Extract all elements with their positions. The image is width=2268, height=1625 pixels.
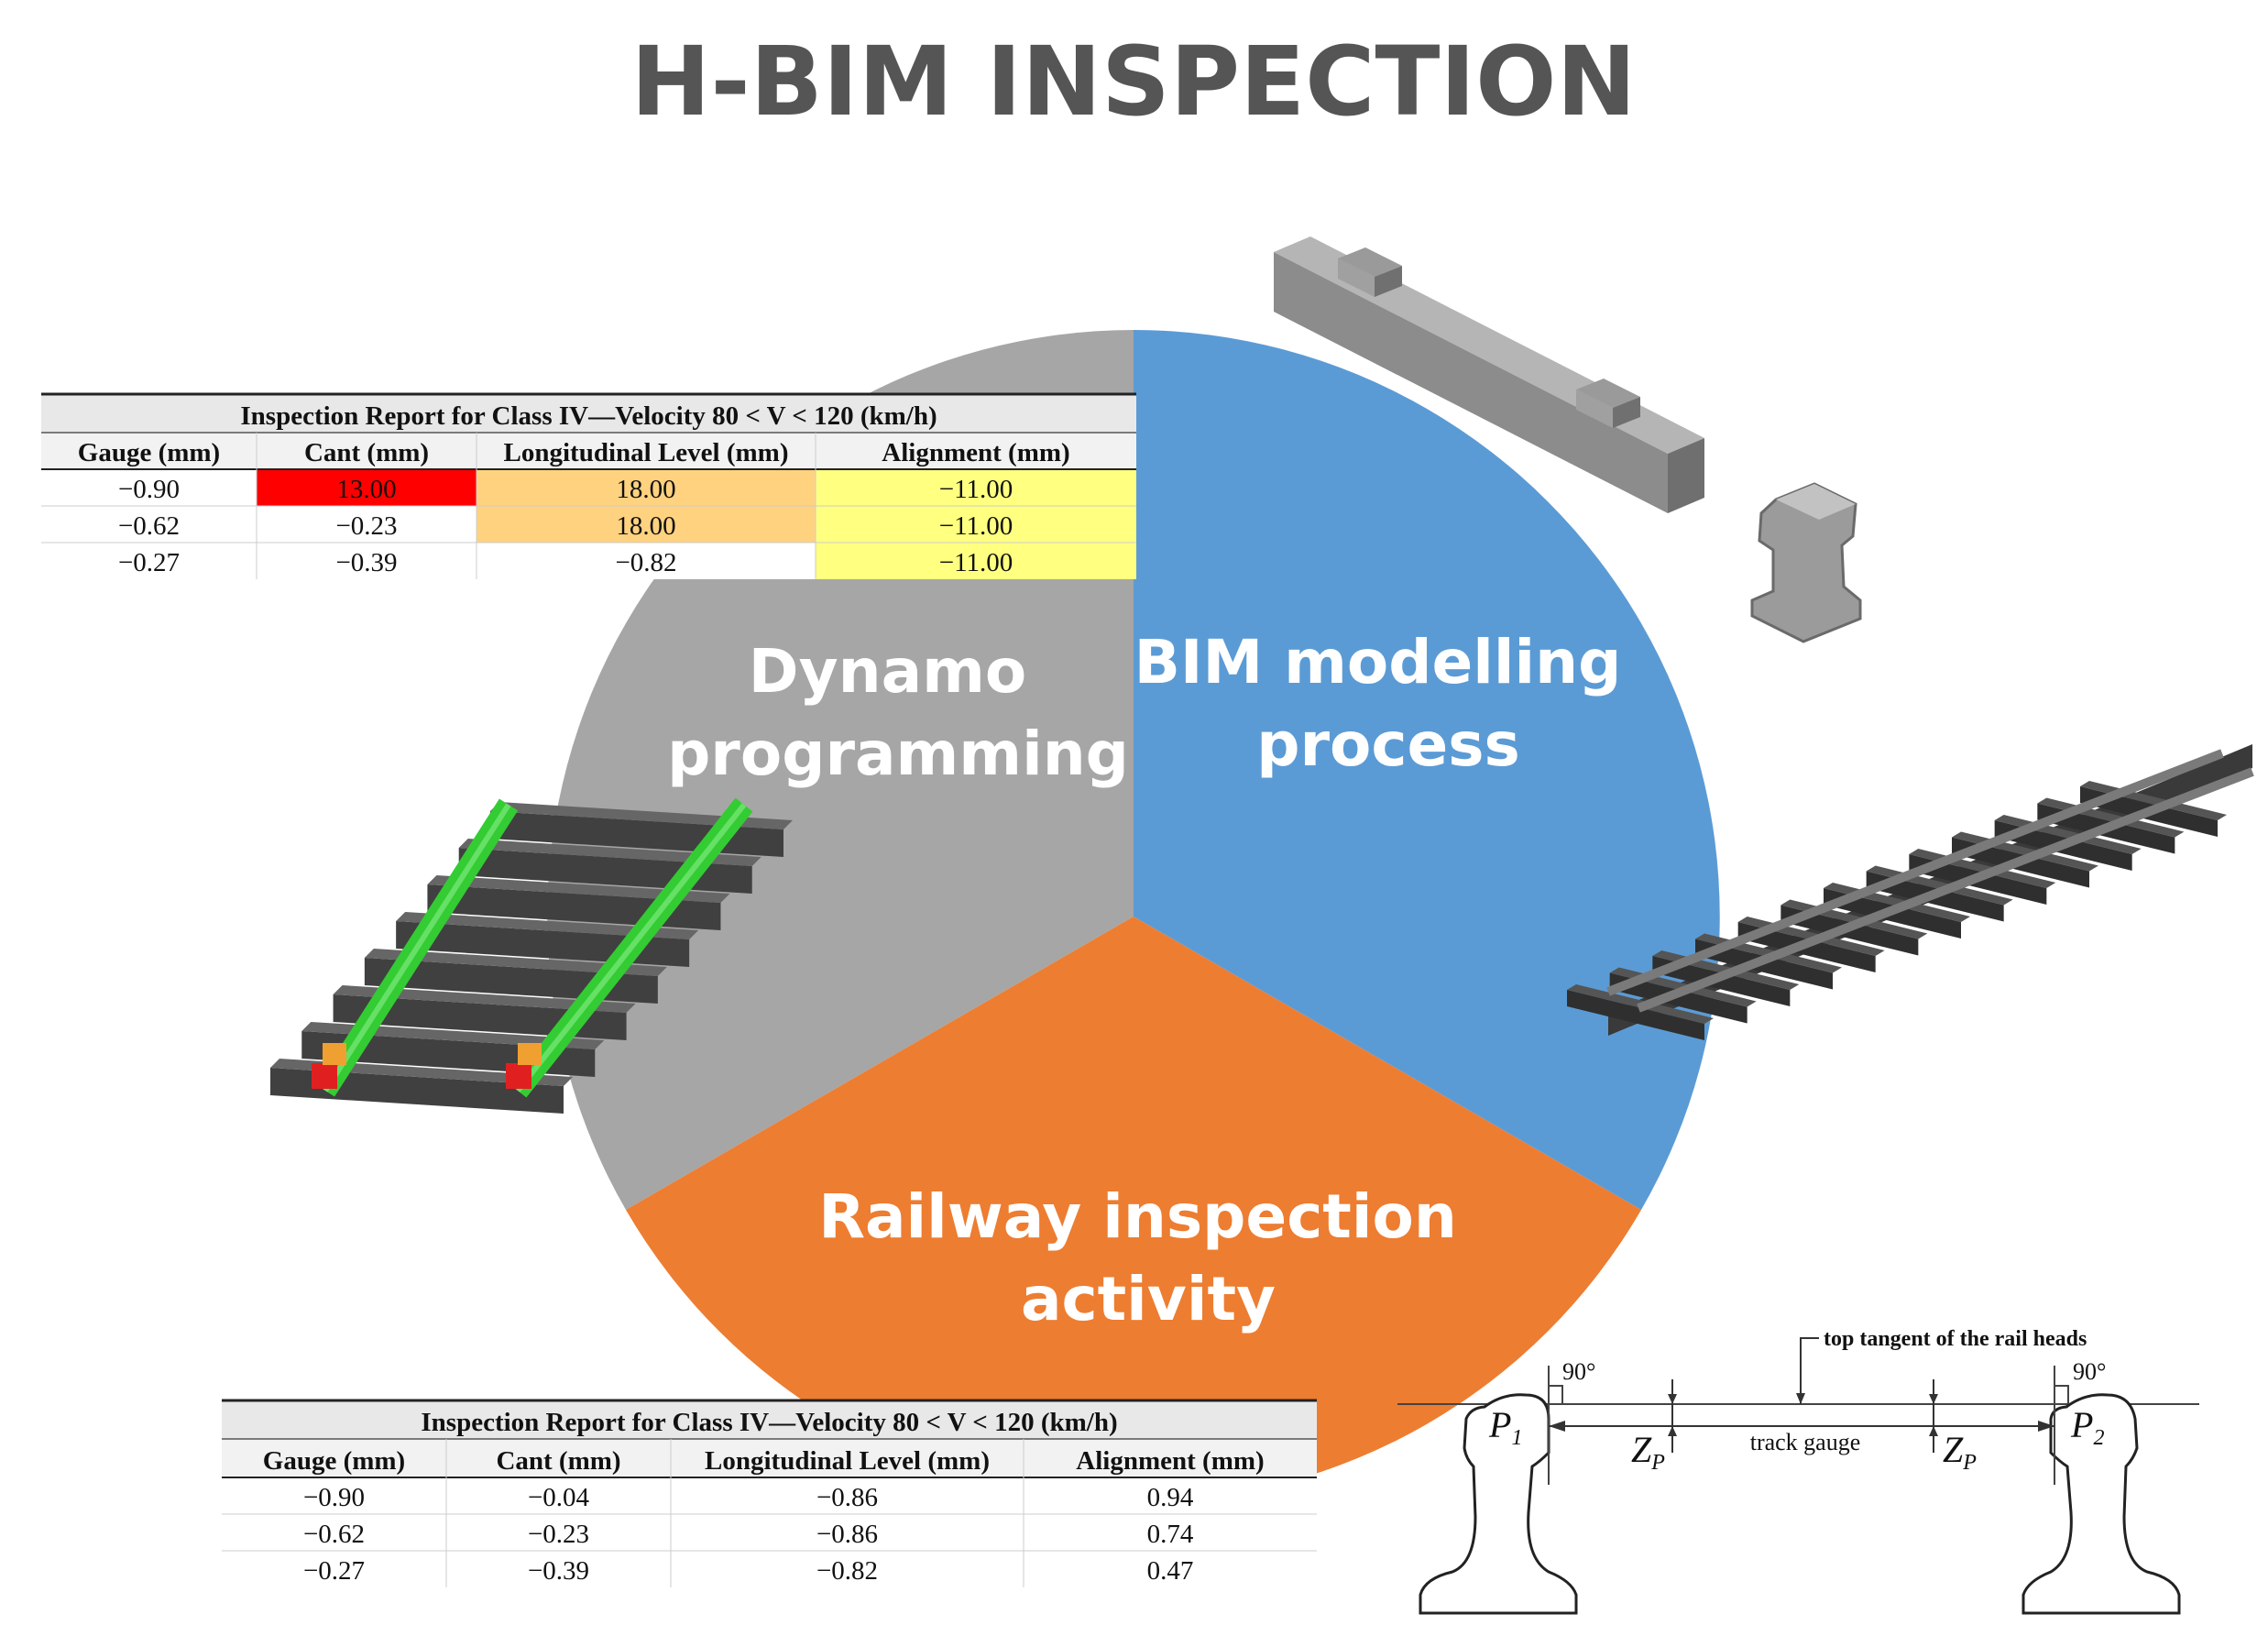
report-bottom-table: Inspection Report for Class IV—Velocity …: [222, 1399, 1317, 1587]
table-cell: −0.23: [528, 1520, 589, 1549]
table-cell: −11.00: [939, 548, 1013, 577]
table-cell: −0.23: [335, 511, 397, 541]
table-cell: 13.00: [336, 475, 396, 504]
rail-profile-icon: [1750, 482, 1862, 643]
table-header-cell: Longitudinal Level (mm): [705, 1446, 990, 1476]
table-header-cell: Cant (mm): [304, 438, 429, 467]
p2-label: P2: [2070, 1404, 2104, 1450]
table-cell: 18.00: [616, 511, 675, 541]
rail-right-icon: [2021, 1393, 2181, 1615]
table-cell: −0.04: [528, 1483, 590, 1512]
table-header-bg: [41, 433, 1136, 469]
bim-label-line1: BIM modelling: [1134, 627, 1622, 697]
table-header-cell: Gauge (mm): [78, 438, 220, 467]
segment-bim-label: BIM modelling process: [1134, 627, 1643, 780]
table-cell: 0.94: [1147, 1483, 1194, 1512]
table-cell: 0.74: [1147, 1520, 1194, 1549]
table-cell: −0.39: [335, 548, 397, 577]
table-cell: −0.82: [816, 1556, 878, 1586]
table-header-cell: Alignment (mm): [1076, 1446, 1264, 1476]
table-title: Inspection Report for Class IV—Velocity …: [240, 401, 937, 431]
table-title-bg: [222, 1400, 1317, 1439]
table-header-cell: Gauge (mm): [263, 1446, 405, 1476]
page-title: H-BIM INSPECTION: [630, 26, 1636, 137]
p1-label: P1: [1488, 1404, 1522, 1450]
table-cell-highlight: [816, 469, 1136, 506]
angle-right-label: 90°: [2073, 1358, 2106, 1385]
table-cell-highlight: [816, 543, 1136, 579]
track-gauge-label: track gauge: [1750, 1429, 1861, 1455]
sleeper-block-icon: [1274, 236, 1704, 513]
dynamo-label-line2: programming: [667, 719, 1129, 789]
table-cell: 0.47: [1147, 1556, 1194, 1586]
table-cell: 18.00: [616, 475, 675, 504]
table-cell: −0.27: [118, 548, 180, 577]
table-cell: −0.62: [118, 511, 180, 541]
table-title-bg: [41, 394, 1136, 433]
table-cell: −0.86: [816, 1483, 878, 1512]
segment-railway: [626, 917, 1641, 1503]
table-cell: −0.39: [528, 1556, 589, 1586]
angle-left-label: 90°: [1562, 1358, 1595, 1385]
table-cell: −11.00: [939, 475, 1013, 504]
report-top-table: Inspection Report for Class IV—Velocity …: [41, 392, 1136, 579]
table-cell: −0.90: [303, 1483, 365, 1512]
track-gauge-diagram: top tangent of the rail heads 90° 90° tr…: [1397, 1327, 2199, 1615]
table-header-cell: Alignment (mm): [882, 438, 1069, 467]
railway-label-line1: Railway inspection: [818, 1181, 1457, 1252]
bim-label-line2: process: [1256, 709, 1520, 780]
table-cell-highlight: [477, 506, 816, 543]
table-cell: −0.90: [118, 475, 180, 504]
table-header-cell: Cant (mm): [496, 1446, 620, 1476]
table-cell: −0.82: [615, 548, 676, 577]
track-segment-icon: [1567, 744, 2254, 1040]
railway-label-line2: activity: [1021, 1264, 1276, 1334]
z-right-label: ZP: [1943, 1429, 1977, 1475]
table-cell: −11.00: [939, 511, 1013, 541]
dynamo-label-line1: Dynamo: [749, 636, 1026, 707]
rail-left-icon: [1419, 1393, 1578, 1615]
table-cell-highlight: [257, 469, 477, 506]
table-cell-highlight: [816, 506, 1136, 543]
green-rail-track-icon: [270, 797, 793, 1114]
table-cell: −0.62: [303, 1520, 365, 1549]
segment-dynamo-label: Dynamo programming: [667, 636, 1129, 789]
table-cell: −0.86: [816, 1520, 878, 1549]
z-left-label: ZP: [1631, 1429, 1665, 1475]
table-cell-highlight: [477, 469, 816, 506]
table-header-cell: Longitudinal Level (mm): [504, 438, 789, 467]
top-tangent-label: top tangent of the rail heads: [1824, 1327, 2087, 1351]
table-header-bg: [222, 1439, 1317, 1477]
table-title: Inspection Report for Class IV—Velocity …: [421, 1408, 1117, 1437]
table-cell: −0.27: [303, 1556, 365, 1586]
segment-railway-label: Railway inspection activity: [818, 1181, 1478, 1334]
